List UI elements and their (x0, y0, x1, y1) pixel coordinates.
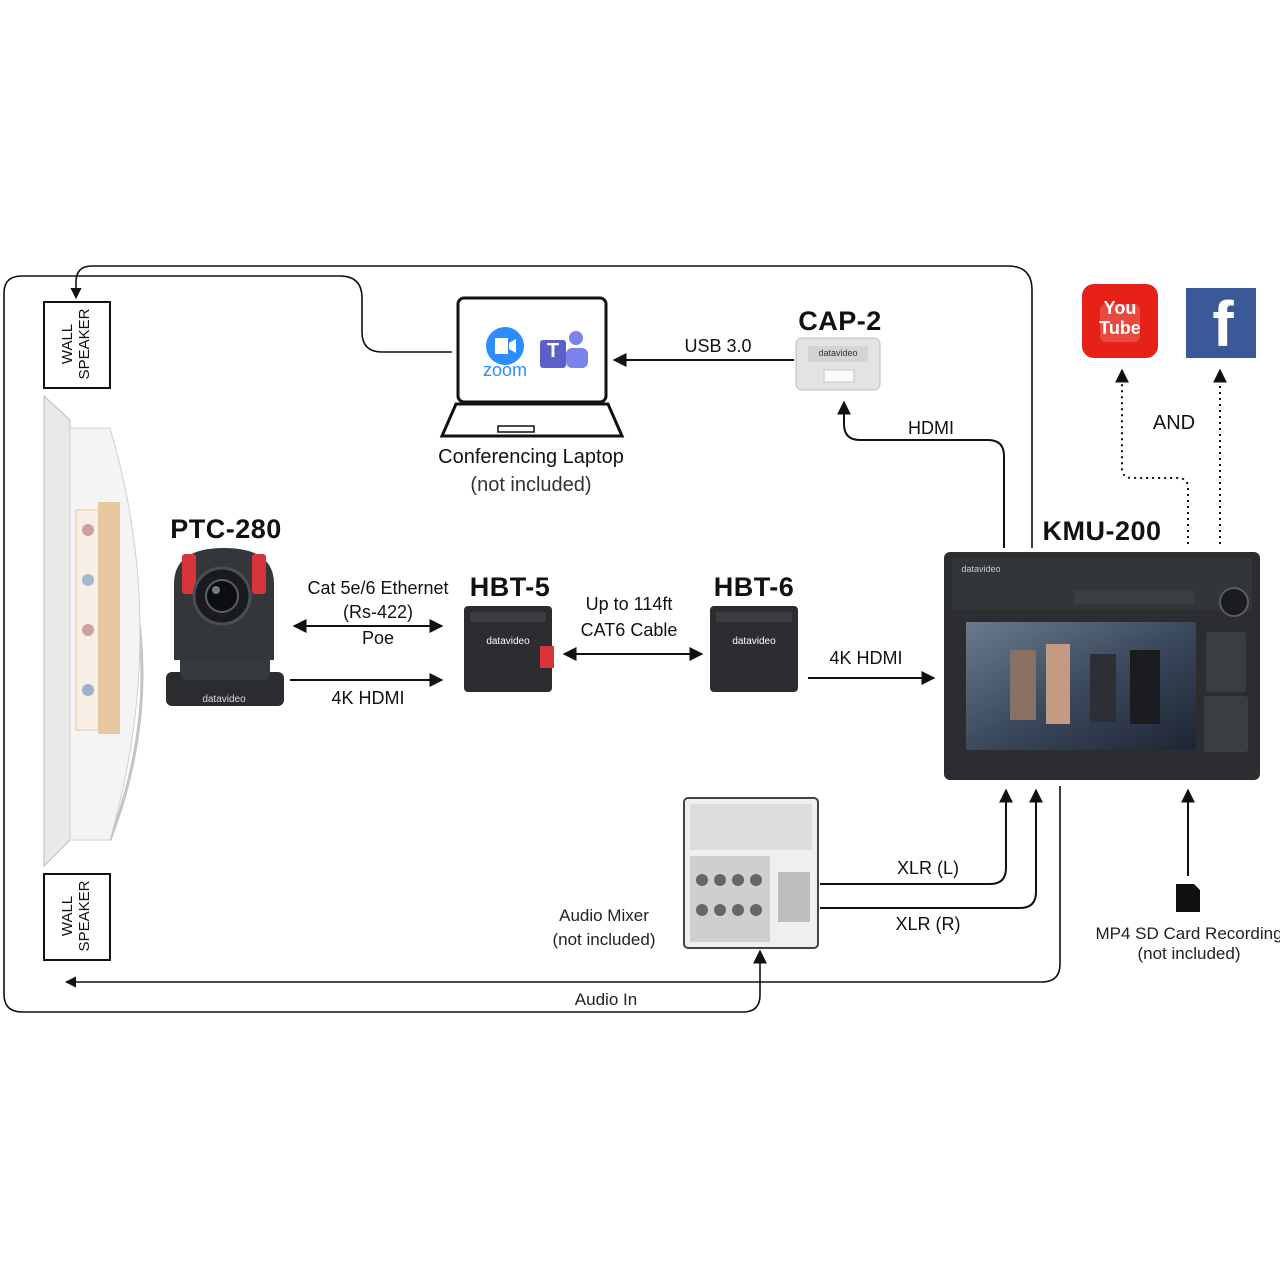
xlr-r-label: XLR (R) (895, 914, 961, 934)
kmu-to-speaker-line (64, 786, 1061, 988)
cap-2-device (795, 337, 881, 391)
youtube-stream-line (1115, 368, 1189, 544)
hdmi-label: HDMI (908, 418, 954, 438)
hbt-6-device (710, 606, 798, 692)
hbt-6-title: HBT-6 (713, 572, 795, 602)
laptop-label: Conferencing Laptop (438, 446, 624, 468)
xlr-r-line (820, 788, 1043, 909)
youtube-text-1: You (1103, 298, 1137, 318)
kmu-200-brand: datavideo (961, 564, 1001, 574)
top-return-line (70, 265, 1033, 548)
cat6-label-1: Up to 114ft (585, 594, 673, 614)
mixer-label: Audio Mixer (559, 906, 649, 925)
conferencing-laptop (439, 296, 625, 438)
mixer-note: (not included) (552, 930, 656, 949)
camera-hdmi-label: 4K HDMI (331, 688, 405, 708)
outer-audio-loop-line (3, 275, 761, 1013)
wall-display (43, 394, 144, 868)
ethernet-label-3: Poe (361, 628, 395, 648)
facebook-letter: f (1212, 288, 1234, 360)
teams-letter: T (546, 340, 560, 362)
laptop-note: (not included) (470, 474, 592, 496)
kmu-200-device (944, 552, 1260, 780)
youtube-text-2: Tube (1099, 318, 1141, 338)
and-label: AND (1152, 412, 1196, 434)
ethernet-label-2: (Rs-422) (342, 602, 413, 622)
kmu-to-cap-line (837, 400, 1005, 548)
xlr-l-line (820, 788, 1013, 885)
zoom-label: zoom (482, 360, 527, 380)
hbt6-hdmi-label: 4K HDMI (829, 648, 903, 668)
ptc-280-camera (166, 548, 284, 706)
facebook-logo (1186, 288, 1256, 358)
hbt-5-title: HBT-5 (469, 572, 551, 602)
youtube-logo (1082, 284, 1158, 358)
hbt-6-brand: datavideo (732, 636, 776, 647)
hbt-5-brand: datavideo (486, 636, 530, 647)
sd-card (1176, 884, 1200, 912)
cap-2-brand: datavideo (818, 348, 858, 358)
cap-2-title: CAP-2 (798, 306, 882, 336)
usb-label: USB 3.0 (684, 336, 752, 356)
sd-card-label: MP4 SD Card Recording (1095, 924, 1280, 943)
kmu-200-title: KMU-200 (1042, 516, 1162, 546)
wall-speaker-top-label: WALL SPEAKER (59, 308, 93, 380)
audio-mixer (683, 797, 819, 949)
wall-speaker-bottom-label: WALL SPEAKER (59, 880, 93, 952)
wall-speaker-top (43, 301, 111, 389)
cat6-label-2: CAT6 Cable (580, 620, 678, 640)
sd-card-note: (not included) (1137, 944, 1241, 963)
ptc-280-title: PTC-280 (170, 514, 282, 544)
hbt-5-device (464, 606, 554, 692)
xlr-l-label: XLR (L) (896, 858, 959, 878)
wall-speaker-bottom (43, 873, 111, 961)
ethernet-label-1: Cat 5e/6 Ethernet (307, 578, 449, 598)
ptc-280-brand: datavideo (202, 694, 246, 705)
audio-in-label: Audio In (574, 990, 638, 1009)
